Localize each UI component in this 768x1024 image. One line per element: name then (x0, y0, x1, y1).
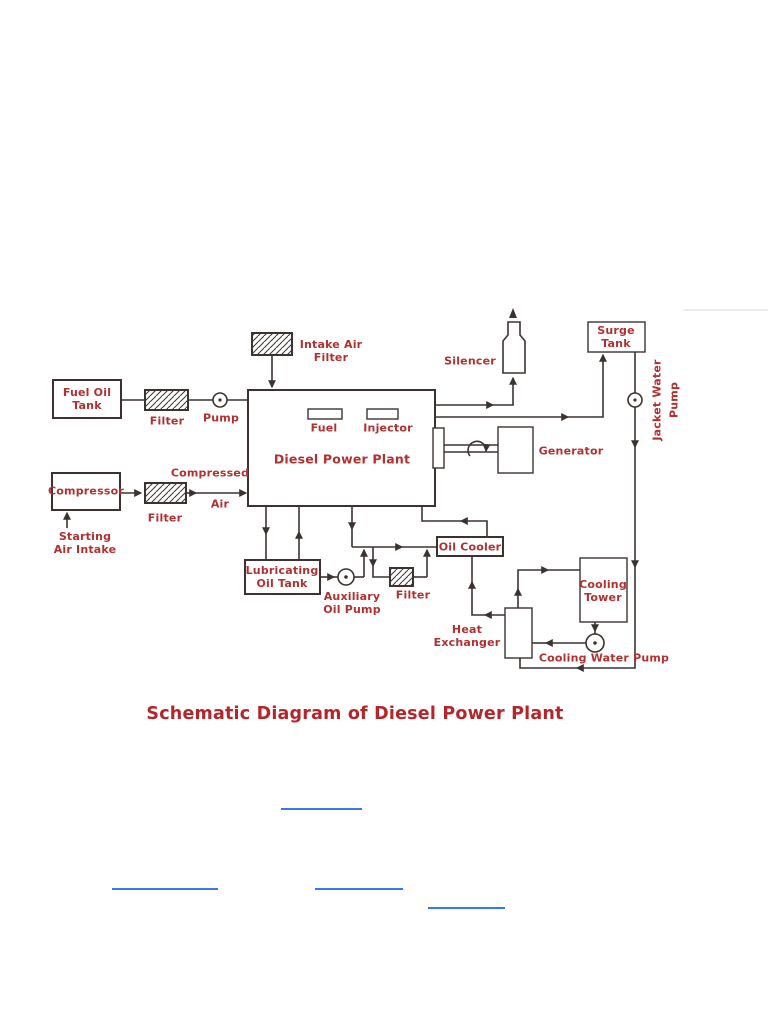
exhaust-arrow-icon (509, 308, 517, 318)
cooling-water-pump-label: Cooling Water Pump (538, 651, 670, 665)
compressor-box (51, 472, 121, 511)
link-underline-1[interactable] (281, 808, 362, 810)
oil-cooler-box (436, 536, 504, 557)
jacket-water-label: Jacket Water (650, 359, 664, 441)
surge-tank-box (587, 321, 646, 353)
oil-cooler-label: Oil Cooler (438, 540, 502, 554)
air-filter-box (144, 482, 187, 504)
cooling-water-pump-symbol (585, 633, 605, 653)
link-underline-3[interactable] (315, 888, 403, 890)
silencer-shape (502, 321, 526, 374)
starting-air-intake-label: Starting Air Intake (53, 530, 117, 556)
diesel-power-plant-label: Diesel Power Plant (273, 451, 411, 467)
air-filter-label: Filter (147, 511, 183, 525)
fuel-label: Fuel (310, 421, 338, 435)
lub-oil-tank-box (244, 559, 321, 595)
fuel-pump-symbol (212, 392, 228, 408)
compressor-label: Compressor (48, 484, 124, 498)
air-label: Air (210, 497, 230, 511)
injector-label: Injector (363, 421, 413, 435)
cooling-tower-box (579, 557, 628, 623)
link-underline-2[interactable] (112, 888, 218, 890)
link-underline-4[interactable] (428, 907, 505, 909)
fuel-oil-tank-box (52, 379, 122, 419)
scan-artifact-line (683, 309, 768, 311)
cooling-tower-label: Cooling Tower (579, 578, 627, 604)
shaft-coupling (432, 427, 445, 469)
surge-tank-label: Surge Tank (597, 324, 635, 350)
intake-air-filter-box (251, 332, 293, 356)
generator-label: Generator (538, 444, 604, 458)
oil-filter-label: Filter (395, 588, 431, 602)
diesel-power-plant-box (247, 389, 436, 507)
injector-box (366, 408, 399, 420)
fuel-filter-label: Filter (149, 414, 185, 428)
generator-box (497, 426, 534, 474)
jacket-water-pump-symbol (627, 392, 643, 408)
fuel-filter-box (144, 389, 189, 411)
fuel-injection-box (307, 408, 343, 420)
jacket-pump-label: Pump (667, 381, 681, 419)
intake-air-filter-label: Intake Air Filter (299, 338, 363, 364)
compressed-label: Compressed (170, 466, 250, 480)
heat-exchanger-label: Heat Exchanger (433, 623, 501, 649)
figure-title: Schematic Diagram of Diesel Power Plant (146, 704, 564, 724)
fuel-oil-tank-label: Fuel Oil Tank (62, 386, 112, 412)
aux-oil-pump-symbol (337, 568, 355, 586)
lub-oil-tank-label: Lubricating Oil Tank (245, 564, 319, 590)
fuel-pump-label: Pump (202, 411, 240, 425)
oil-filter-box (389, 567, 414, 587)
heat-exchanger-box (504, 607, 533, 659)
aux-oil-pump-label: Auxiliary Oil Pump (323, 590, 381, 616)
silencer-label: Silencer (444, 354, 496, 368)
